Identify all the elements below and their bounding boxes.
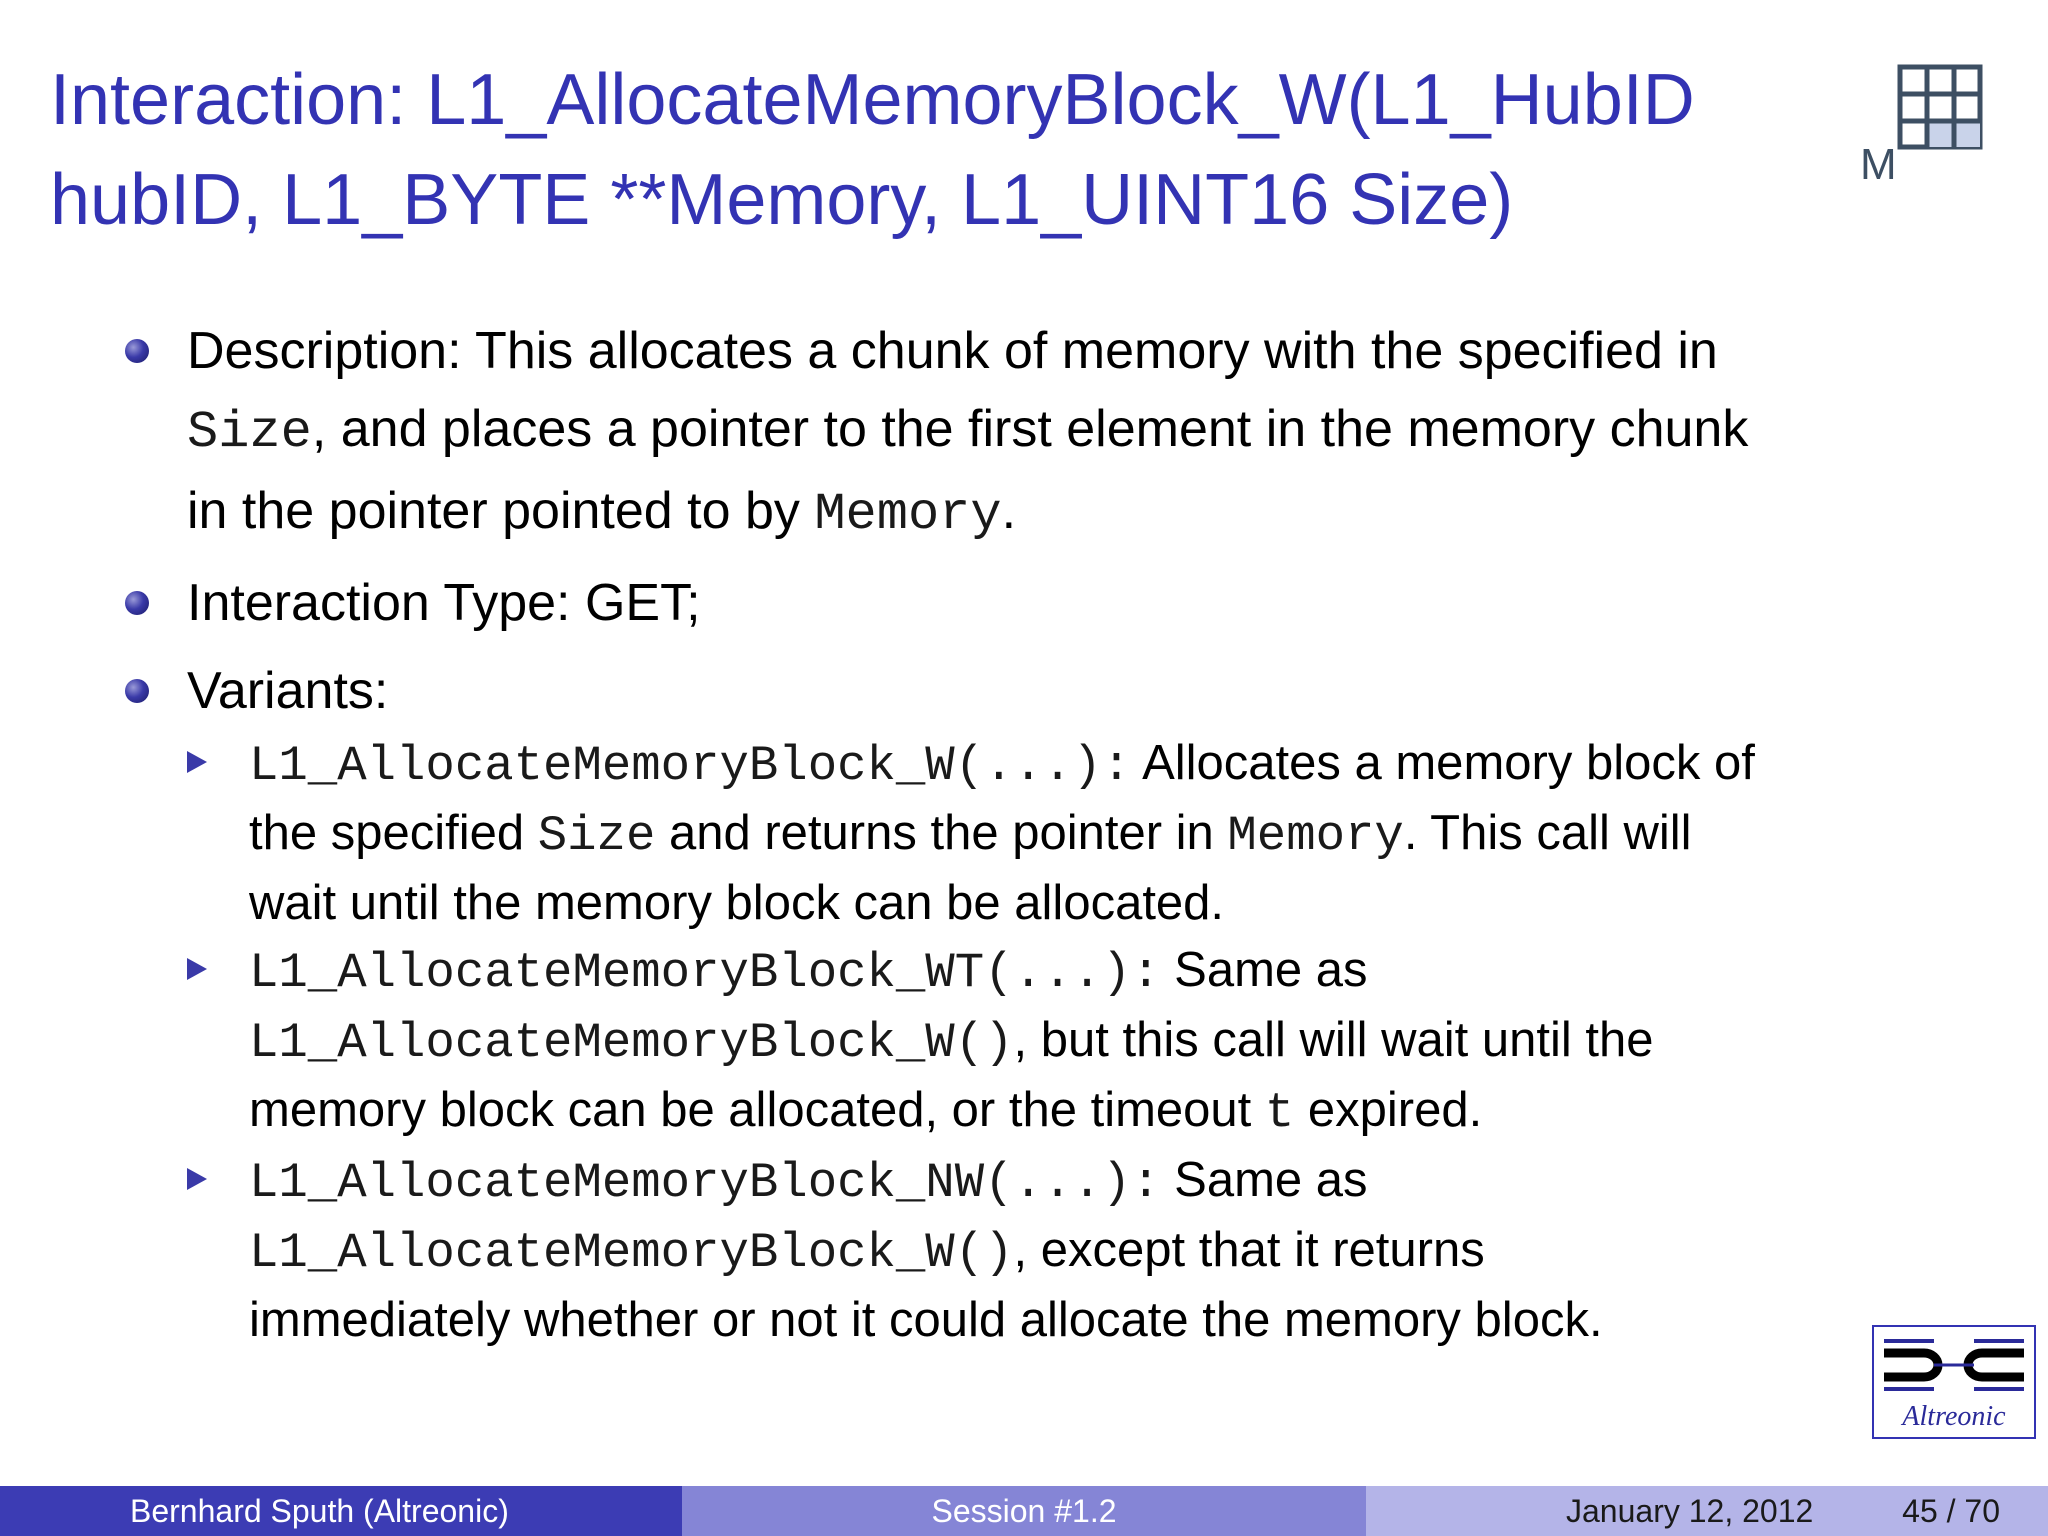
footer-date: January 12, 2012 [1566,1493,1814,1529]
code-size: Size [537,808,656,864]
variants-list: L1_AllocateMemoryBlock_W(...): Allocates… [187,730,1985,1354]
variant-w-line-2-a: the specified [249,806,538,860]
footer-date-segment: January 12, 2012 45 / 70 [1366,1486,2048,1536]
variant-wt-line-1-text: Same as [1160,943,1368,997]
code-variant-w-call: L1_AllocateMemoryBlock_W() [249,1225,1014,1281]
variants-label: Variants: [187,662,389,720]
footer-session-segment: Session #1.2 [682,1486,1366,1536]
variant-w-line-1: L1_AllocateMemoryBlock_W(...): Allocates… [249,730,1985,800]
variant-wt-line-3-a: memory block can be allocated, or the ti… [249,1083,1265,1137]
code-variant-wt: L1_AllocateMemoryBlock_WT(...): [249,945,1161,1001]
footer-author: Bernhard Sputh (Altreonic) [130,1493,509,1529]
variant-w-line-2-c: . This call will [1403,806,1692,860]
triangle-bullet-icon [187,1168,207,1190]
triangle-bullet-icon [187,958,207,980]
bullet-description: Description: This allocates a chunk of m… [125,312,1985,554]
variant-w-line-2: the specified Size and returns the point… [249,800,1985,870]
variant-nw-line-1: L1_AllocateMemoryBlock_NW(...): Same as [249,1147,1985,1217]
altreonic-mark-icon [1884,1339,2024,1391]
altreonic-logo-icon: Altreonic [1872,1325,2036,1439]
code-memory: Memory [814,485,1002,544]
variant-w-line-3: wait until the memory block can be alloc… [249,876,1225,930]
bullet-variants: Variants: L1_AllocateMemoryBlock_W(...):… [125,652,1985,1354]
code-memory: Memory [1227,808,1404,864]
description-line-3-text: in the pointer pointed to by [187,482,815,540]
bullet-icon [125,339,149,363]
code-size: Size [187,403,312,462]
bullet-icon [125,679,149,703]
variant-nw-line-3: immediately whether or not it could allo… [249,1293,1603,1347]
footer-page-number: 45 / 70 [1902,1493,2000,1529]
description-line-3-end: . [1001,482,1017,540]
title-line-1: Interaction: L1_AllocateMemoryBlock_W(L1… [50,60,1695,140]
bullet-list: Description: This allocates a chunk of m… [125,312,1985,1364]
slide-title: Interaction: L1_AllocateMemoryBlock_W(L1… [50,50,1810,250]
variant-wt-line-2-text: , but this call will wait until the [1013,1013,1654,1067]
code-timeout: t [1264,1085,1295,1141]
code-variant-w: L1_AllocateMemoryBlock_W(...): [249,738,1132,794]
logo-letter: M [1860,140,1897,189]
bullet-interaction-type: Interaction Type: GET; [125,564,1985,642]
variant-nw-line-2: L1_AllocateMemoryBlock_W(), except that … [249,1217,1985,1287]
code-variant-nw: L1_AllocateMemoryBlock_NW(...): [249,1155,1161,1211]
brand-name: Altreonic [1902,1401,2006,1432]
variant-nw: L1_AllocateMemoryBlock_NW(...): Same as … [187,1147,1985,1354]
variant-wt-line-3-b: expired. [1294,1083,1483,1137]
variant-w-line-2-b: and returns the pointer in [655,806,1228,860]
bullet-icon [125,591,149,615]
variant-w-line-1-text: Allocates a memory block of [1131,736,1755,790]
variant-wt: L1_AllocateMemoryBlock_WT(...): Same as … [187,937,1985,1147]
variant-wt-line-3: memory block can be allocated, or the ti… [249,1077,1985,1147]
variant-nw-line-2-text: , except that it returns [1013,1223,1485,1277]
variant-w: L1_AllocateMemoryBlock_W(...): Allocates… [187,730,1985,937]
code-variant-w-call: L1_AllocateMemoryBlock_W() [249,1015,1014,1071]
variant-nw-line-1-text: Same as [1160,1153,1368,1207]
footer-session: Session #1.2 [931,1493,1117,1529]
description-line-2-text: , and places a pointer to the first elem… [311,400,1749,458]
footer-author-segment: Bernhard Sputh (Altreonic) [0,1486,682,1536]
description-line-1: Description: This allocates a chunk of m… [187,322,1718,380]
interaction-type-text: Interaction Type: GET; [187,574,701,632]
description-line-3: in the pointer pointed to by Memory. [187,472,1985,554]
grid-logo-icon [1897,64,1983,150]
description-line-2: Size, and places a pointer to the first … [187,390,1985,472]
footer: Bernhard Sputh (Altreonic) Session #1.2 … [0,1486,2048,1536]
variant-wt-line-2: L1_AllocateMemoryBlock_W(), but this cal… [249,1007,1985,1077]
variant-wt-line-1: L1_AllocateMemoryBlock_WT(...): Same as [249,937,1985,1007]
title-line-2: hubID, L1_BYTE **Memory, L1_UINT16 Size) [50,160,1514,240]
triangle-bullet-icon [187,751,207,773]
